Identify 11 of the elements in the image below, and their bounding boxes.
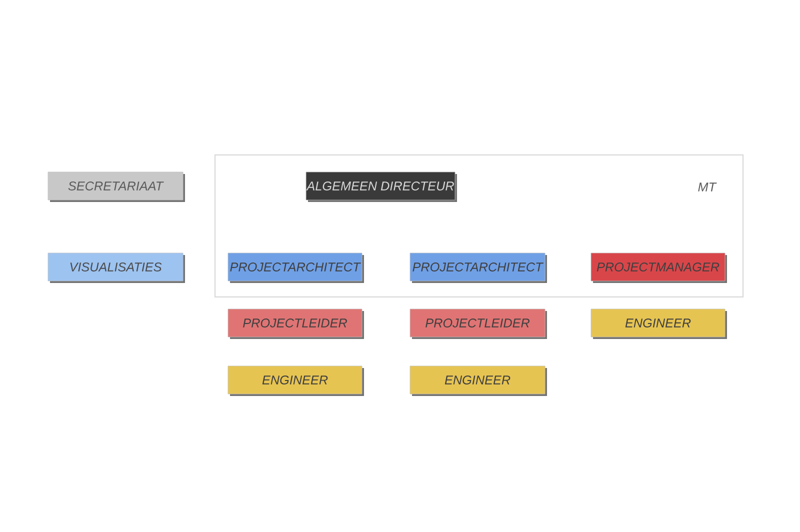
role-box: PROJECTMANAGER <box>590 252 727 283</box>
role-box: ENGINEER <box>590 308 727 339</box>
role-box: VISUALISATIES <box>48 252 185 283</box>
role-box: PROJECTARCHITECT <box>410 252 547 283</box>
role-box: PROJECTARCHITECT <box>228 252 364 283</box>
role-box: ENGINEER <box>410 366 547 396</box>
role-box: ALGEMEEN DIRECTEUR <box>306 172 457 202</box>
role-box: PROJECTLEIDER <box>228 308 364 339</box>
role-box: SECRETARIAAT <box>48 172 185 202</box>
role-box: PROJECTLEIDER <box>410 308 547 339</box>
role-box: ENGINEER <box>228 366 364 396</box>
